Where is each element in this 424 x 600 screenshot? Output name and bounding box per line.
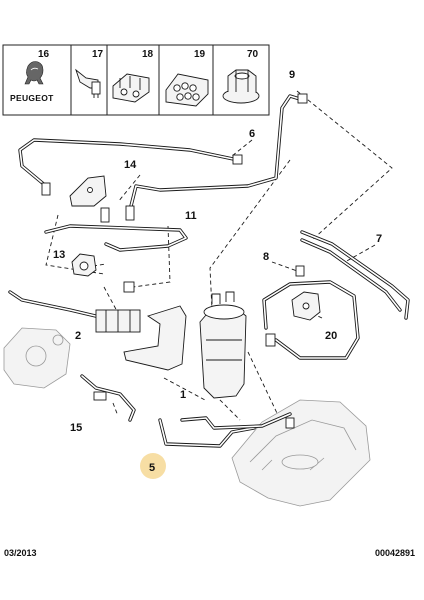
part-box-16-label: 16 [38, 49, 50, 60]
callout-labels: 1 2 5 6 7 8 9 11 13 14 15 20 [53, 69, 382, 479]
part-box-19-label: 19 [194, 49, 206, 60]
flange-nut-icon [222, 69, 260, 104]
part-box-17: 17 [70, 44, 108, 116]
pipe-connectors [41, 93, 308, 429]
part-box-70: 70 [212, 44, 270, 116]
callout-20: 20 [325, 330, 337, 342]
bracket-14 [69, 175, 107, 207]
footer-reference: 00042891 [375, 548, 415, 558]
wiring-harness-15 [80, 374, 136, 422]
fuel-pipes [8, 94, 410, 448]
peugeot-lion-logo-icon [24, 61, 44, 85]
peugeot-brand-text: PEUGEOT [10, 93, 54, 103]
callout-15: 15 [70, 422, 82, 434]
hose-clip-icon [75, 68, 101, 98]
callout-13: 13 [53, 249, 65, 261]
part-box-18-label: 18 [142, 49, 154, 60]
header-parts-strip: 16 PEUGEOT 17 18 [2, 44, 270, 116]
callout-1: 1 [180, 389, 186, 401]
clip-13 [71, 253, 97, 277]
callout-2: 2 [75, 330, 81, 342]
callout-6: 6 [249, 128, 255, 140]
callout-8: 8 [263, 251, 269, 263]
bracket-20 [291, 291, 321, 321]
high-pressure-pump [3, 327, 71, 389]
callout-14: 14 [124, 159, 137, 171]
callout-9: 9 [289, 69, 295, 81]
fuel-filter-assembly [95, 291, 247, 399]
multi-pipe-clip-icon [165, 73, 209, 107]
callout-7: 7 [376, 233, 382, 245]
part-box-17-label: 17 [92, 49, 104, 60]
pipe-clip-icon [112, 73, 150, 103]
part-box-70-label: 70 [247, 49, 259, 60]
highlight-marker [140, 453, 166, 479]
footer-date: 03/2013 [4, 548, 37, 558]
fuel-tank [231, 399, 371, 507]
part-box-18: 18 [106, 44, 160, 116]
callout-11: 11 [185, 210, 197, 222]
part-box-16: 16 PEUGEOT [2, 44, 72, 116]
footer: 03/2013 00042891 [4, 548, 415, 558]
part-box-19: 19 [158, 44, 214, 116]
components [3, 93, 321, 429]
callout-5: 5 [149, 462, 155, 474]
